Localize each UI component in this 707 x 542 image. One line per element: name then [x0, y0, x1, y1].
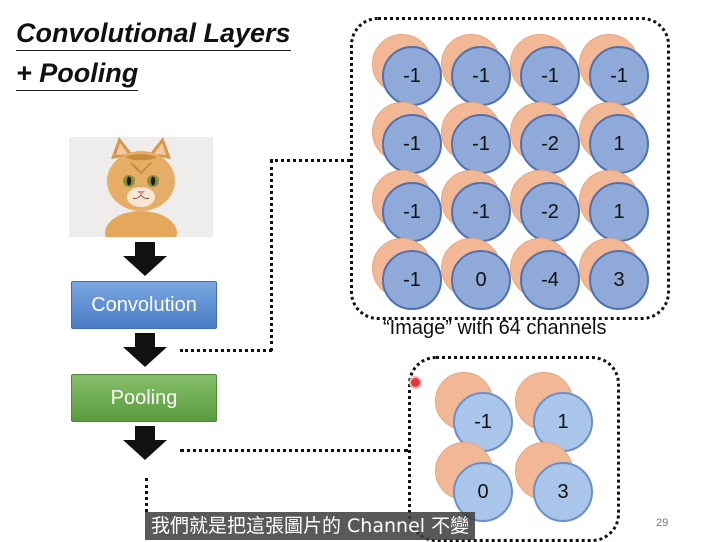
feature-value: -1 [451, 114, 511, 174]
connector-line [145, 478, 148, 512]
feature-cell: -1 [372, 102, 442, 174]
feature-value: -1 [382, 182, 442, 242]
feature-map-panel [350, 17, 670, 320]
feature-cell: -1 [441, 34, 511, 106]
pooled-cell: 1 [515, 372, 593, 452]
pooled-value: 3 [533, 462, 593, 522]
feature-value: -1 [382, 46, 442, 106]
feature-cell: 3 [579, 238, 649, 310]
convolution-box: Convolution [71, 281, 217, 329]
feature-cell: -1 [372, 34, 442, 106]
feature-cell: -2 [510, 170, 580, 242]
video-subtitle: 我們就是把這張圖片的 Channel 不變 [145, 512, 476, 540]
down-arrow-icon [123, 426, 167, 460]
feature-value: -4 [520, 250, 580, 310]
feature-value: -1 [451, 46, 511, 106]
cat-image [69, 137, 213, 237]
feature-cell: -1 [510, 34, 580, 106]
feature-cell: 1 [579, 170, 649, 242]
connector-line [270, 159, 350, 162]
feature-value: -2 [520, 114, 580, 174]
feature-cell: -1 [372, 238, 442, 310]
cat-illustration [69, 137, 213, 237]
pooling-box: Pooling [71, 374, 217, 422]
feature-cell: 1 [579, 102, 649, 174]
feature-value: -1 [382, 114, 442, 174]
feature-map-caption: “Image” with 64 channels [383, 317, 607, 339]
feature-cell: -1 [579, 34, 649, 106]
connector-line [270, 160, 273, 351]
feature-cell: -1 [441, 102, 511, 174]
connector-line [180, 449, 408, 452]
feature-value: 0 [451, 250, 511, 310]
slide-title-line1: Convolutional Layers [16, 18, 291, 51]
pooled-cell: 3 [515, 442, 593, 522]
feature-value: -2 [520, 182, 580, 242]
feature-cell: 0 [441, 238, 511, 310]
feature-cell: -1 [372, 170, 442, 242]
slide-title-line2: + Pooling [16, 58, 139, 91]
connector-line [180, 349, 272, 352]
feature-value: 1 [589, 114, 649, 174]
page-number: 29 [656, 517, 669, 529]
feature-cell: -1 [441, 170, 511, 242]
down-arrow-icon [123, 242, 167, 276]
feature-value: -1 [589, 46, 649, 106]
laser-pointer-dot [411, 378, 420, 387]
feature-value: 3 [589, 250, 649, 310]
feature-value: 1 [589, 182, 649, 242]
feature-cell: -2 [510, 102, 580, 174]
feature-cell: -4 [510, 238, 580, 310]
down-arrow-icon [123, 333, 167, 367]
feature-value: -1 [382, 250, 442, 310]
feature-value: -1 [451, 182, 511, 242]
feature-value: -1 [520, 46, 580, 106]
